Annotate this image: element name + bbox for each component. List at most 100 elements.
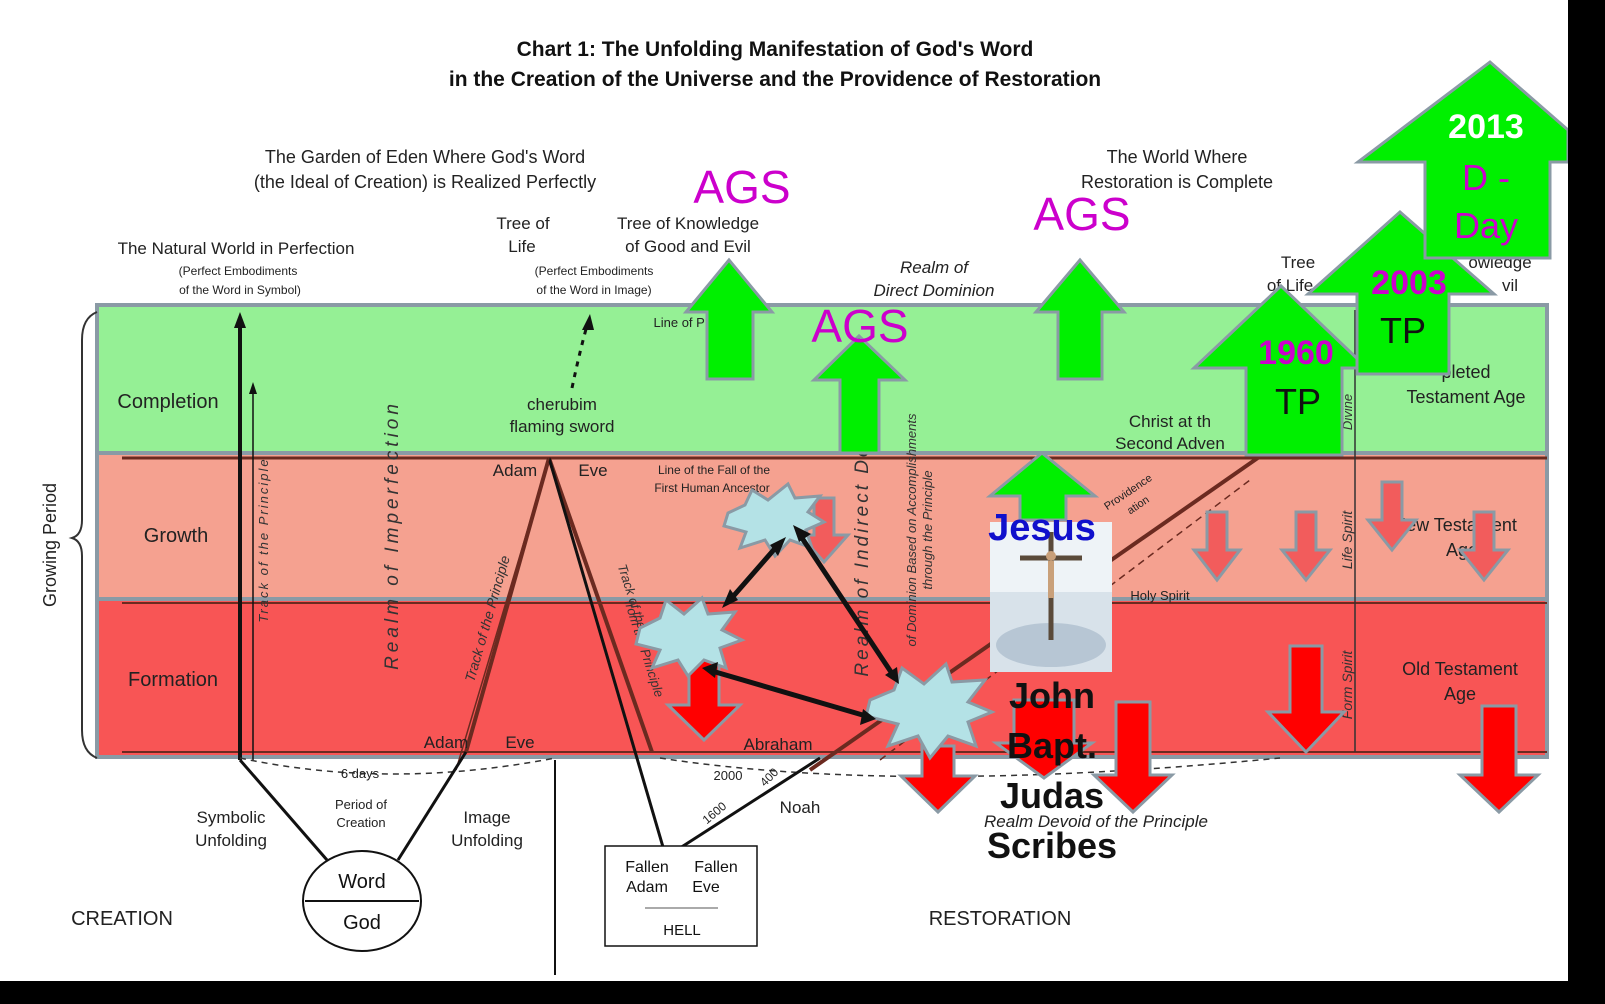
knowledge-right-2: vil xyxy=(1502,276,1518,295)
john-label-1: John xyxy=(1009,675,1095,716)
adam-bottom-label: Adam xyxy=(424,733,468,752)
down-arrow-growth-5 xyxy=(1456,510,1512,583)
down-arrow-growth-4 xyxy=(1364,480,1420,553)
growing-period-label: Growing Period xyxy=(40,483,60,607)
fallen-adam-1: Fallen xyxy=(625,859,669,876)
tree-right-1: Tree xyxy=(1281,253,1315,272)
eden-label-2: (the Ideal of Creation) is Realized Perf… xyxy=(254,172,596,192)
fallen-eve-2: Eve xyxy=(692,879,720,896)
burst-formation xyxy=(634,595,746,679)
connector-arrows xyxy=(702,525,899,725)
down-arrow-old-testament xyxy=(1264,644,1348,755)
hell-label: HELL xyxy=(663,922,701,939)
completed-label-2: Testament Age xyxy=(1406,387,1525,407)
d-day-label-1: D - xyxy=(1462,157,1510,198)
up-arrow-ags-2 xyxy=(810,333,909,455)
restored-label-1: The World Where xyxy=(1107,147,1248,167)
period-label-2: Creation xyxy=(336,815,385,830)
form-spirit-label: Form Spirit xyxy=(1339,650,1355,720)
formation-label: Formation xyxy=(128,669,218,691)
embodiment-image-2: of the Word in Image) xyxy=(536,283,651,297)
symbolic-unfolding-line xyxy=(238,759,329,861)
christ-label-2: Second Adven xyxy=(1115,434,1225,453)
natural-world-arrowhead xyxy=(234,312,246,328)
down-arrow-bottom-2 xyxy=(1090,700,1176,815)
fall-line-1: Line of the Fall of the xyxy=(658,463,770,477)
eve-top-label: Eve xyxy=(578,461,607,480)
noah-label: Noah xyxy=(780,798,821,817)
connector-2 xyxy=(797,533,896,677)
fall-line-to-hell xyxy=(547,457,682,906)
d-day-label-2: Day xyxy=(1454,205,1518,246)
crucifix-picture-clouds xyxy=(996,623,1106,667)
eve-bottom-label: Eve xyxy=(505,733,534,752)
image-label-2: Unfolding xyxy=(451,831,523,850)
chart-paper: Chart 1: The Unfolding Manifestation of … xyxy=(0,0,1568,981)
connector-2-head-b xyxy=(885,667,899,684)
up-arrow-1960 xyxy=(1190,283,1371,457)
diagram: Chart 1: The Unfolding Manifestation of … xyxy=(40,38,1568,975)
cherubim-dotted-line xyxy=(570,321,590,389)
tree-of-knowledge-1: Tree of Knowledge xyxy=(617,214,759,233)
symbolic-label-2: Unfolding xyxy=(195,831,267,850)
connector-1-head-a xyxy=(770,537,786,556)
tp-2003-label: TP xyxy=(1380,310,1426,351)
direct-dominion-2: Direct Dominion xyxy=(874,281,995,300)
track-thin-arrowhead xyxy=(249,382,257,394)
formation-band xyxy=(95,597,1549,759)
christ-label-1: Christ at th xyxy=(1129,412,1211,431)
down-arrow-right-bottom xyxy=(1456,704,1542,815)
fall-line-2: First Human Ancestor xyxy=(654,481,769,495)
track-principle-left: Track of the Principle xyxy=(256,457,271,622)
connector-3-head-a xyxy=(702,662,718,678)
restored-label-2: Restoration is Complete xyxy=(1081,172,1273,192)
period-label-1: Period of xyxy=(335,797,387,812)
completed-label-1: pleted xyxy=(1441,362,1490,382)
divine-label: Divine xyxy=(1340,394,1355,430)
down-arrow-john xyxy=(991,698,1097,780)
accomplishments-1: of Dominion Based on Accomplishments xyxy=(904,413,919,646)
symbolic-label-1: Symbolic xyxy=(197,808,266,827)
natural-world-label: The Natural World in Perfection xyxy=(118,239,355,258)
tree-of-knowledge-2: of Good and Evil xyxy=(625,237,751,256)
six-days-label: 6 days xyxy=(341,766,380,781)
creation-label: CREATION xyxy=(71,908,173,930)
growth-label: Growth xyxy=(144,525,208,547)
john-label-3: Judas xyxy=(1000,775,1104,816)
jesus-image xyxy=(990,522,1112,672)
flaming-sword-label: flaming sword xyxy=(510,417,615,436)
embodiment-symbol-1: (Perfect Embodiments xyxy=(179,264,298,278)
up-arrow-jesus xyxy=(985,451,1100,522)
down-arrow-growth-2 xyxy=(1190,510,1244,583)
completion-label: Completion xyxy=(117,391,218,413)
word-label: Word xyxy=(338,871,385,893)
holy-spirit-label: Holy Spirit xyxy=(1130,588,1190,603)
embodiment-image-1: (Perfect Embodiments xyxy=(535,264,654,278)
ags-label-3: AGS xyxy=(811,300,908,352)
god-label: God xyxy=(343,912,381,934)
restoration-label: RESTORATION xyxy=(929,908,1072,930)
up-arrows xyxy=(682,60,1568,522)
history-arc xyxy=(659,757,1281,778)
up-arrow-ags-1 xyxy=(682,257,776,381)
life-spirit-label: Life Spirit xyxy=(1339,510,1355,569)
adam-top-label: Adam xyxy=(493,461,537,480)
connector-3-head-b xyxy=(860,709,876,725)
cherubim-label: cherubim xyxy=(527,395,597,414)
fallen-adam-2: Adam xyxy=(626,879,668,896)
down-arrow-bottom-1 xyxy=(897,744,979,815)
fallen-eve-1: Fallen xyxy=(694,859,738,876)
cherubim-arrowhead xyxy=(582,314,594,330)
down-arrow-growth-3 xyxy=(1278,510,1334,583)
jesus-label: Jesus xyxy=(988,507,1096,549)
hell-box xyxy=(604,845,758,947)
eden-label-1: The Garden of Eden Where God's Word xyxy=(265,147,585,167)
down-arrows xyxy=(664,480,1542,815)
title-line-2: in the Creation of the Universe and the … xyxy=(449,68,1101,91)
connector-1 xyxy=(728,543,780,602)
year-2000-label: 2000 xyxy=(714,768,743,783)
six-days-arc xyxy=(239,757,556,775)
realm-devoid-label: Realm Devoid of the Principle xyxy=(984,812,1208,831)
noah-line xyxy=(679,756,821,850)
